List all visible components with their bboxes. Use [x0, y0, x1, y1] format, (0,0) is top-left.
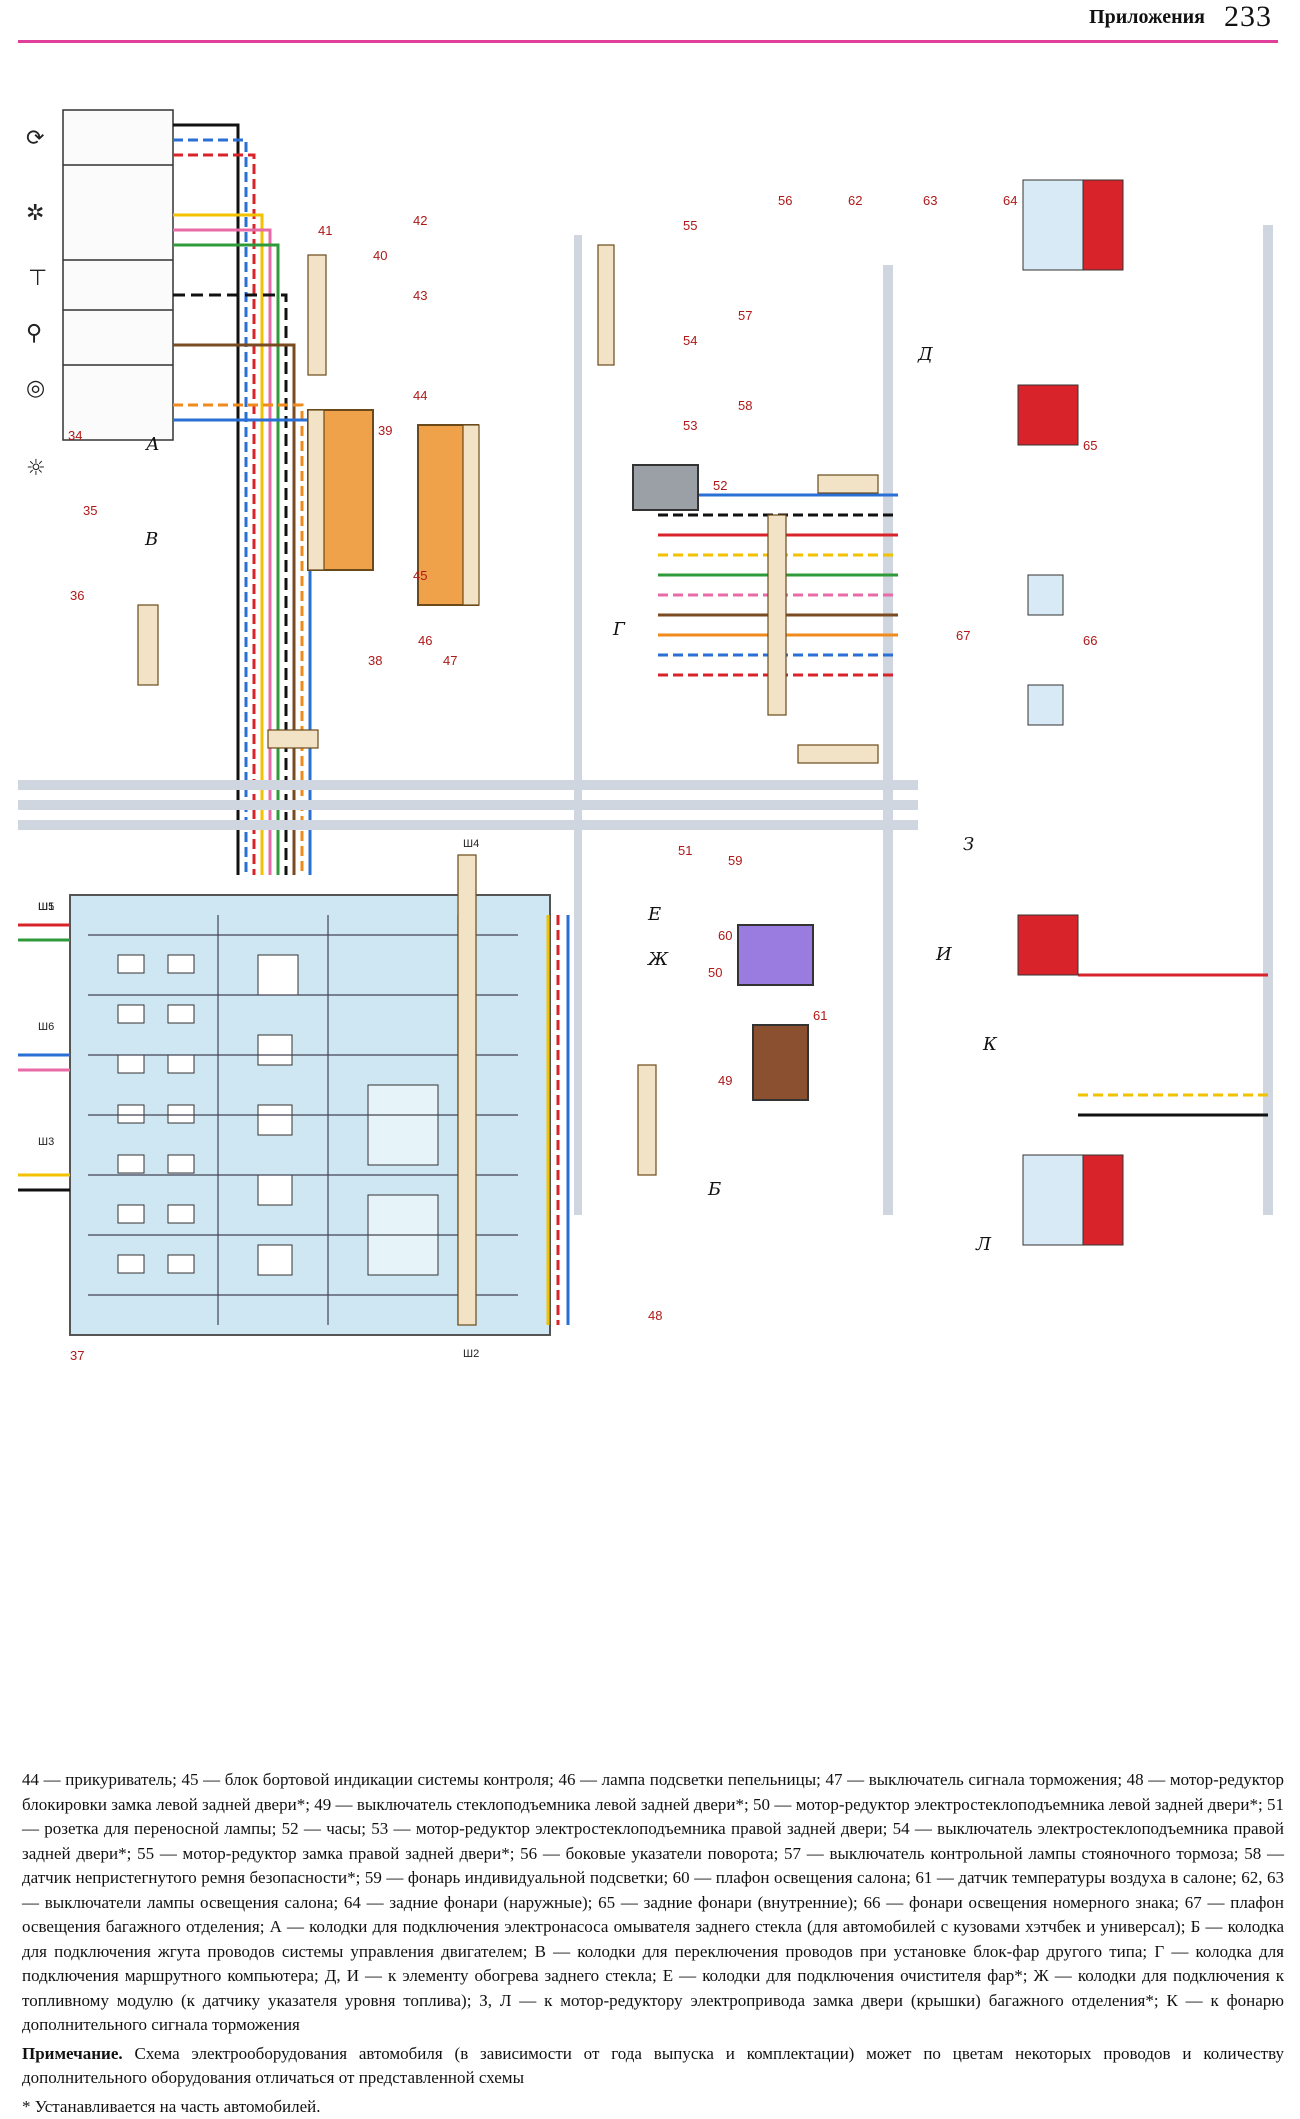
svg-text:⚲: ⚲ [26, 321, 42, 346]
rear-lamps [1018, 180, 1123, 1245]
note-block: Примечание. Схема электрооборудования ав… [22, 2042, 1284, 2091]
label-47: 47 [443, 653, 457, 668]
wiring-diagram: ⟳ ✲ ⊤ ⚲ ◎ ☼ [18, 95, 1283, 1745]
label-62: 62 [848, 193, 862, 208]
letter-z: З [963, 834, 974, 855]
letter-d: Д [917, 344, 933, 365]
label-58: 58 [738, 398, 752, 413]
letter-a: А [144, 434, 160, 455]
label-50: 50 [708, 965, 722, 980]
label-57: 57 [738, 308, 752, 323]
sensor-61 [753, 1025, 808, 1100]
label-48: 48 [648, 1308, 662, 1323]
note-text: Схема электрооборудования автомобиля (в … [22, 2044, 1284, 2088]
label-40: 40 [373, 248, 387, 263]
label-66: 66 [1083, 633, 1097, 648]
clock-52 [633, 465, 698, 510]
svg-text:☼: ☼ [26, 456, 46, 481]
label-34: 34 [68, 428, 82, 443]
label-44: 44 [413, 388, 427, 403]
svg-text:⟳: ⟳ [26, 126, 44, 151]
fuse-block-37 [70, 895, 550, 1335]
label-41: 41 [318, 223, 332, 238]
letter-b: Б [707, 1179, 721, 1200]
section-title: Приложения [1089, 6, 1205, 29]
block-sh4: Ш4 [463, 838, 479, 850]
left-switch-panel [63, 110, 173, 440]
note-label: Примечание. [22, 2044, 123, 2063]
interior-lamp-60 [738, 925, 813, 985]
left-switch-icons: ⟳ ✲ ⊤ ⚲ ◎ ☼ [26, 126, 47, 481]
letter-g: Г [612, 619, 626, 640]
label-45: 45 [413, 568, 427, 583]
legend-text: 44 — прикуриватель; 45 — блок бортовой и… [22, 1768, 1284, 2038]
label-54: 54 [683, 333, 697, 348]
header-rule [18, 40, 1278, 43]
block-sh6: Ш6 [38, 1021, 54, 1033]
letter-e: Е [647, 904, 661, 925]
label-43: 43 [413, 288, 427, 303]
svg-text:⊤: ⊤ [28, 266, 47, 291]
label-64: 64 [1003, 193, 1017, 208]
svg-text:✲: ✲ [26, 201, 44, 226]
label-42: 42 [413, 213, 427, 228]
page-header: Приложения 233 [0, 0, 1300, 48]
letter-k: К [982, 1034, 998, 1055]
label-61: 61 [813, 1008, 827, 1023]
label-36: 36 [70, 588, 84, 603]
label-52: 52 [713, 478, 727, 493]
label-37: 37 [70, 1348, 84, 1363]
letter-zh: Ж [646, 949, 669, 970]
label-59: 59 [728, 853, 742, 868]
block-sh3: Ш3 [38, 1136, 54, 1148]
legend: 44 — прикуриватель; 45 — блок бортовой и… [22, 1768, 1284, 2119]
label-55: 55 [683, 218, 697, 233]
label-39: 39 [378, 423, 392, 438]
block-sh2: Ш2 [463, 1348, 479, 1360]
page-number: 233 [1224, 0, 1272, 34]
letter-v: В [144, 529, 158, 550]
label-53: 53 [683, 418, 697, 433]
block-sh5: Ш5 [38, 901, 54, 913]
label-38: 38 [368, 653, 382, 668]
footnote: * Устанавливается на часть автомобилей. [22, 2095, 1284, 2119]
label-49: 49 [718, 1073, 732, 1088]
label-46: 46 [418, 633, 432, 648]
label-60: 60 [718, 928, 732, 943]
label-67: 67 [956, 628, 970, 643]
svg-text:◎: ◎ [26, 376, 45, 401]
label-63: 63 [923, 193, 937, 208]
label-65: 65 [1083, 438, 1097, 453]
letter-l: Л [975, 1234, 992, 1255]
label-56: 56 [778, 193, 792, 208]
label-51: 51 [678, 843, 692, 858]
letter-i: И [935, 944, 952, 965]
label-35: 35 [83, 503, 97, 518]
